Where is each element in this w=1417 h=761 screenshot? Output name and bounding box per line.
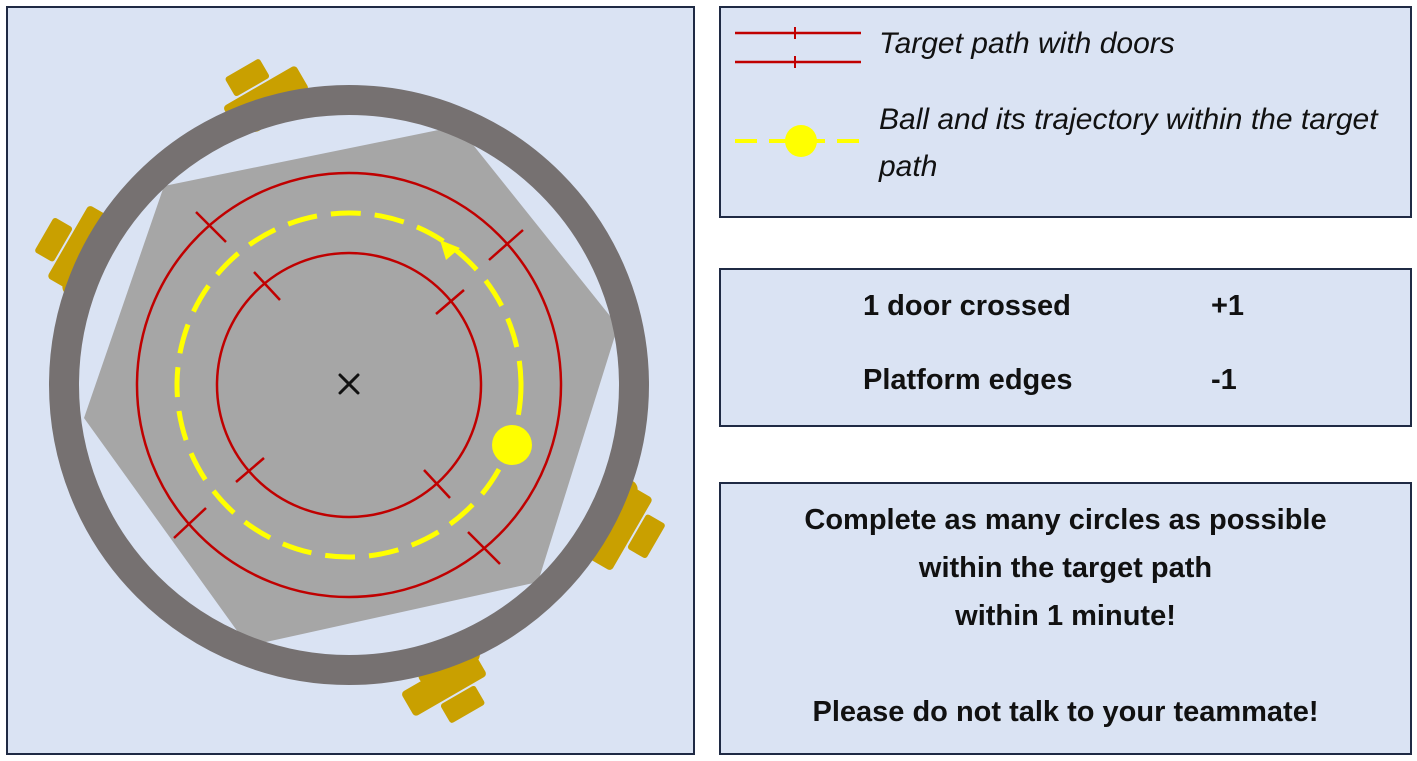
x-mark-icon <box>338 373 360 395</box>
instruction-line: within 1 minute! <box>955 600 1176 632</box>
door-crossed-label: 1 door crossed <box>863 290 1071 322</box>
legend-panel: Target path with doors Ball and its traj… <box>719 6 1412 218</box>
target-path-legend-label: Target path with doors <box>879 27 1175 60</box>
instruction-line: within the target path <box>918 552 1213 584</box>
scoring-panel: 1 door crossed +1 Platform edges -1 <box>719 268 1412 427</box>
target-path-outer-circle <box>135 171 563 599</box>
platform-edges-label: Platform edges <box>863 364 1073 396</box>
target-path-doors <box>173 211 524 565</box>
target-path-inner-circle <box>215 251 483 519</box>
ball <box>492 425 532 465</box>
instruction-warning: Please do not talk to your teammate! <box>812 696 1319 728</box>
platform-edges-points: -1 <box>1211 364 1237 396</box>
trajectory-arrow-icon <box>440 240 460 260</box>
ball-trajectory <box>174 210 524 560</box>
outer-ring <box>49 85 649 685</box>
instruction-line: Complete as many circles as possible <box>804 504 1327 536</box>
target-path-legend-icon <box>735 27 861 68</box>
platform-diagram-panel <box>6 6 695 755</box>
ball-legend-icon <box>735 125 863 157</box>
instructions-panel: Complete as many circles as possible wit… <box>719 482 1412 755</box>
platform-diagram <box>35 59 665 723</box>
ball-legend-label: Ball and its trajectory within the targe… <box>879 103 1378 183</box>
door-crossed-points: +1 <box>1211 290 1245 322</box>
